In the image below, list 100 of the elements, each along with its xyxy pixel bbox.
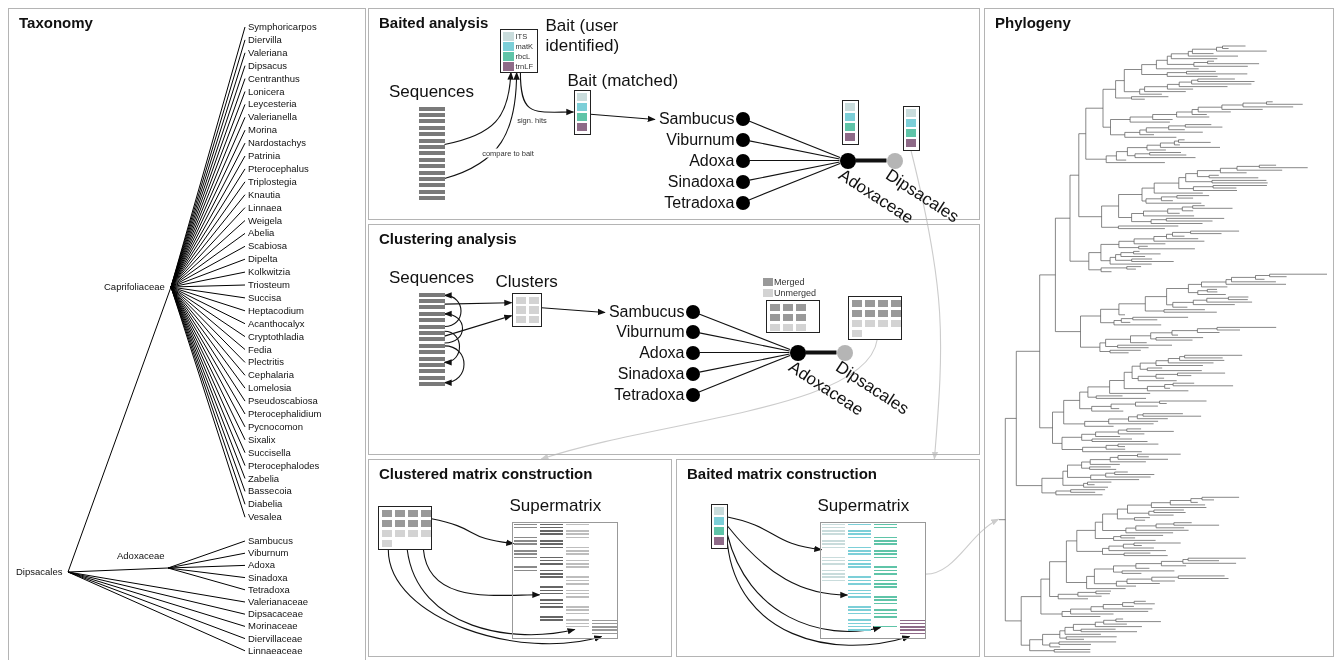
taxon-label: Nardostachys [248,137,307,150]
arrow [443,71,520,180]
node-label: Sequences [387,267,476,288]
matrix-column [513,523,537,574]
legend-label: Merged [774,276,805,287]
taxon-label: Pterocephalidium [248,408,322,420]
taxon-label: Morina [248,124,278,137]
connector-line [698,332,791,352]
taxon-label: Sixalix [248,433,276,446]
taxon-label: Leycesteria [248,98,297,111]
connector-line [748,161,841,181]
taxon-label: Sambucus [658,108,735,129]
arrow [540,307,606,316]
node-label: Supermatrix [817,495,910,516]
connector-line [748,120,841,159]
taxon-label: Dipelta [248,253,278,266]
arrow [540,338,878,460]
taxon-label: Lonicera [248,85,285,98]
taxon-label: Cryptothladia [248,330,304,343]
taxon-label: Knautia [248,188,281,201]
arrow [406,548,576,636]
taxon-label: Scabiosa [248,240,288,253]
arrow [443,345,465,385]
taxon-label: Valeriana [248,46,288,59]
matrix-column [847,523,871,634]
taxon-label: Weigela [248,214,283,227]
matrix-column [821,523,845,582]
taxon-label: Diabelia [248,498,283,511]
taxon-label: Tetradoxa [614,384,685,405]
taxon-label: Caprifoliaceae [104,281,165,293]
connector-line [698,313,791,351]
taxon-label: Sambucus [608,301,685,322]
node-label: Bait (matched) [567,71,679,90]
panel-title: Clustering analysis [379,230,517,247]
panel-title: Baited matrix construction [687,465,878,482]
taxon-label: Sinadoxa [617,363,685,384]
taxon-label: Diervilla [248,33,282,46]
taxon-label: Vesalea [248,511,282,524]
cluster-matrix-icon [847,295,902,340]
taxon-label: Bassecoia [248,485,292,498]
matrix-column [539,523,563,623]
arrow [387,548,603,645]
taxon-label: Tetradoxa [664,192,735,213]
taxon-label: Abelia [248,227,275,240]
taxon-label: Adoxa [689,150,735,171]
arrow [443,299,513,307]
taxon-label: Succisa [248,291,282,304]
taxon-label: Succisella [248,446,291,459]
arrow [443,311,464,344]
arrow [726,516,823,552]
taxon-label: Cephalaria [248,369,294,382]
taxon-label: Lomelosia [248,382,292,395]
cluster-matrix-icon [765,299,820,333]
arrow [519,71,575,116]
connector-line [698,351,791,354]
taxon-label: Adoxa [248,559,275,572]
taxon-label: Adoxa [639,342,685,363]
taxon-label: Sambucus [248,535,293,547]
arrow [422,548,541,599]
connector-line [748,140,841,160]
taxon-label: Viburnum [248,547,289,560]
taxon-label: Fedia [248,343,272,356]
node-label: Supermatrix [509,495,602,516]
taxon-label: Tetradoxa [248,583,290,596]
panel [368,224,980,455]
connector-line [855,158,887,163]
taxon-label: Symphoricarpos [248,21,317,33]
node-label: Bait (user identified) [545,15,621,56]
taxon-label: Plectritis [248,356,284,369]
panel [8,8,366,660]
arrow [430,518,515,546]
connector-line [698,354,791,393]
panel-title: Phylogeny [995,14,1071,31]
connector-line [748,162,841,201]
taxon-label: Acanthocalyx [248,317,305,330]
node-label: Sequences [387,81,476,102]
taxon-label: Sinadoxa [667,171,735,192]
taxon-label: Morinaceae [248,620,298,633]
connector-line [748,159,841,162]
panel-title: Clustered matrix construction [379,465,593,482]
matrix-column [899,619,925,637]
taxon-label: Pycnocomon [248,420,303,433]
taxon-label: Pterocephalodes [248,459,320,472]
taxon-label: Heptacodium [248,304,304,317]
arrow [443,314,513,337]
arrow [910,149,942,460]
matrix-column [565,523,589,630]
legend-label: Unmerged [774,287,817,298]
taxon-label: Dipsacales [16,566,63,578]
taxon-label: Linnaea [248,201,282,214]
taxon-label: Dipsacaceae [248,608,303,621]
taxon-label: Linnaeaceae [248,644,303,657]
matrix-column [873,523,897,628]
taxon-label: Kolkwitzia [248,266,291,279]
connector-line [698,353,791,373]
arrow [924,518,1000,575]
taxon-label: Viburnum [616,321,685,342]
taxon-label: Valerianaceae [248,596,309,608]
taxon-label: Triplostegia [248,175,297,188]
node-label: Clusters [495,272,558,291]
